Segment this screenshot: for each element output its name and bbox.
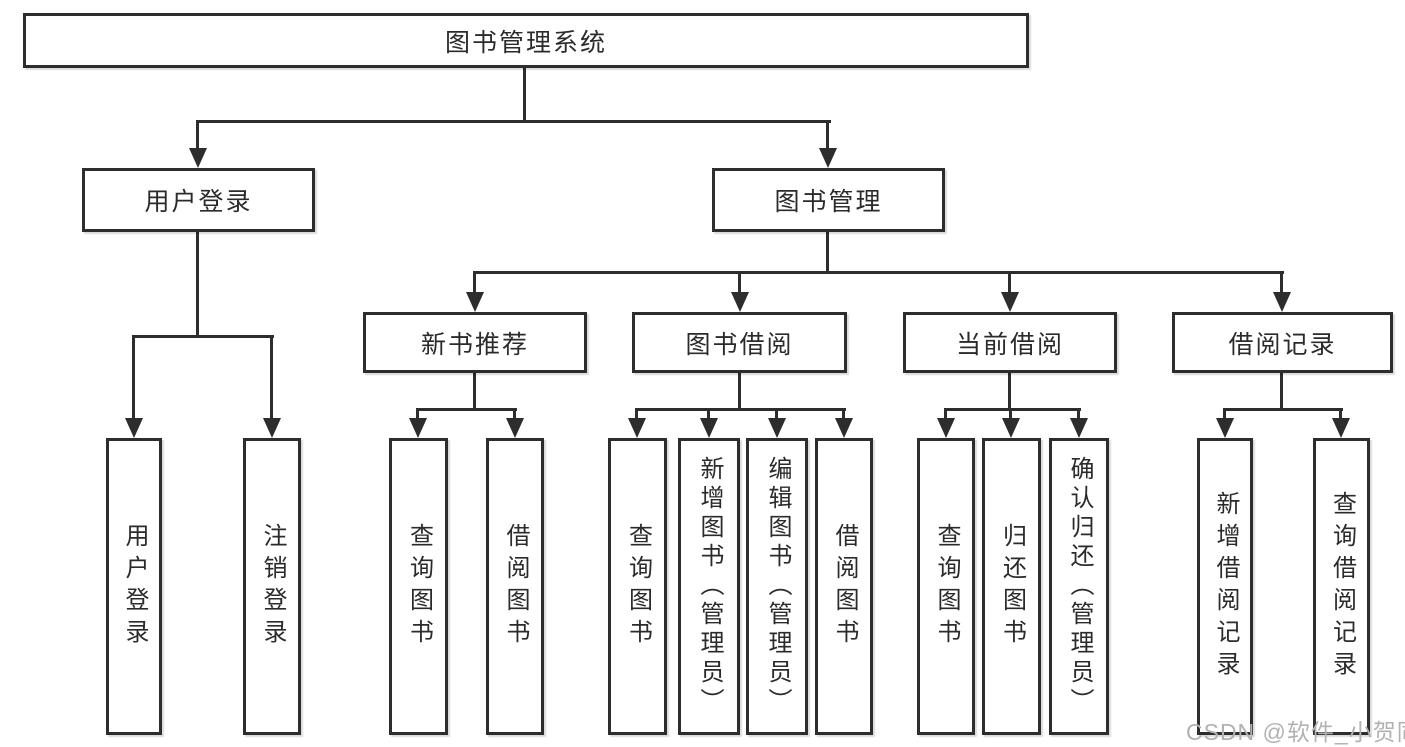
arrow-down-icon bbox=[125, 418, 143, 438]
connector-line bbox=[270, 335, 273, 421]
arrow-down-icon bbox=[263, 418, 281, 438]
node-label: 图书管理系统 bbox=[444, 28, 607, 57]
arrow-down-icon bbox=[835, 418, 853, 438]
connector-line bbox=[416, 408, 517, 411]
connector-line bbox=[513, 408, 516, 421]
connector-line bbox=[473, 271, 1284, 274]
node-label: 当前借阅 bbox=[955, 330, 1064, 359]
connector-line bbox=[196, 120, 199, 152]
connector-line bbox=[826, 120, 829, 152]
connector-line bbox=[132, 335, 274, 338]
connector-line bbox=[1280, 373, 1283, 411]
leaf-query-books: 查询图书 bbox=[917, 438, 975, 735]
connector-line bbox=[132, 335, 135, 421]
arrow-down-icon bbox=[1001, 292, 1019, 312]
node-new-book-recommend: 新书推荐 bbox=[363, 312, 587, 373]
arrow-down-icon bbox=[731, 292, 749, 312]
connector-line bbox=[635, 408, 638, 421]
node-label: 用户登录 bbox=[144, 188, 253, 216]
leaf-query-books: 查询图书 bbox=[608, 438, 667, 735]
leaf-logout: 注销登录 bbox=[243, 438, 301, 735]
arrow-down-icon bbox=[466, 292, 484, 312]
connector-line bbox=[1008, 373, 1011, 411]
arrow-down-icon bbox=[700, 418, 718, 438]
connector-line bbox=[842, 408, 845, 421]
connector-line bbox=[1339, 408, 1342, 421]
node-borrow-records: 借阅记录 bbox=[1172, 312, 1393, 373]
arrow-down-icon bbox=[1216, 418, 1234, 438]
connector-line bbox=[1008, 271, 1011, 295]
node-current-borrow: 当前借阅 bbox=[903, 312, 1117, 373]
connector-line bbox=[775, 408, 778, 421]
arrow-down-icon bbox=[628, 418, 646, 438]
leaf-add-borrow-record: 新增借阅记录 bbox=[1197, 438, 1253, 735]
leaf-borrow-books: 借阅图书 bbox=[815, 438, 873, 735]
node-user-login: 用户登录 bbox=[82, 168, 315, 232]
leaf-add-books-admin: 新增图书（管理员） bbox=[678, 438, 740, 735]
leaf-query-books: 查询图书 bbox=[389, 438, 448, 735]
connector-line bbox=[707, 408, 710, 421]
connector-line bbox=[944, 408, 1081, 411]
connector-line bbox=[1280, 271, 1283, 295]
connector-line bbox=[635, 408, 846, 411]
connector-line bbox=[196, 120, 831, 123]
arrow-down-icon bbox=[819, 148, 837, 168]
node-book-management: 图书管理 bbox=[712, 168, 945, 232]
leaf-query-borrow-record: 查询借阅记录 bbox=[1313, 438, 1370, 735]
node-label: 新书推荐 bbox=[420, 330, 529, 359]
leaf-return-books: 归还图书 bbox=[982, 438, 1041, 735]
arrow-down-icon bbox=[506, 418, 524, 438]
leaf-borrow-books: 借阅图书 bbox=[486, 438, 544, 735]
node-library-system: 图书管理系统 bbox=[23, 13, 1029, 68]
connector-line bbox=[523, 68, 526, 122]
connector-line bbox=[1009, 408, 1012, 421]
node-label: 图书管理 bbox=[774, 188, 883, 216]
leaf-confirm-return-admin: 确认归还（管理员） bbox=[1049, 438, 1109, 735]
watermark: CSDN @软件_小贺同学 bbox=[1186, 719, 1405, 745]
connector-line bbox=[473, 373, 476, 411]
arrow-down-icon bbox=[189, 148, 207, 168]
connector-line bbox=[738, 373, 741, 411]
connector-line bbox=[1077, 408, 1080, 421]
connector-line bbox=[1223, 408, 1343, 411]
arrow-down-icon bbox=[768, 418, 786, 438]
arrow-down-icon bbox=[937, 418, 955, 438]
connector-line bbox=[944, 408, 947, 421]
arrow-down-icon bbox=[1002, 418, 1020, 438]
node-label: 图书借阅 bbox=[685, 330, 794, 359]
connector-line bbox=[416, 408, 419, 421]
arrow-down-icon bbox=[409, 418, 427, 438]
node-label: 借阅记录 bbox=[1228, 330, 1337, 359]
arrow-down-icon bbox=[1332, 418, 1350, 438]
arrow-down-icon bbox=[1070, 418, 1088, 438]
connector-line bbox=[1223, 408, 1226, 421]
connector-line bbox=[826, 232, 829, 273]
connector-line bbox=[196, 232, 199, 337]
connector-line bbox=[473, 271, 476, 295]
node-book-borrow: 图书借阅 bbox=[632, 312, 847, 373]
leaf-user-login: 用户登录 bbox=[106, 438, 162, 735]
leaf-edit-books-admin: 编辑图书（管理员） bbox=[746, 438, 808, 735]
connector-line bbox=[738, 271, 741, 295]
arrow-down-icon bbox=[1273, 292, 1291, 312]
